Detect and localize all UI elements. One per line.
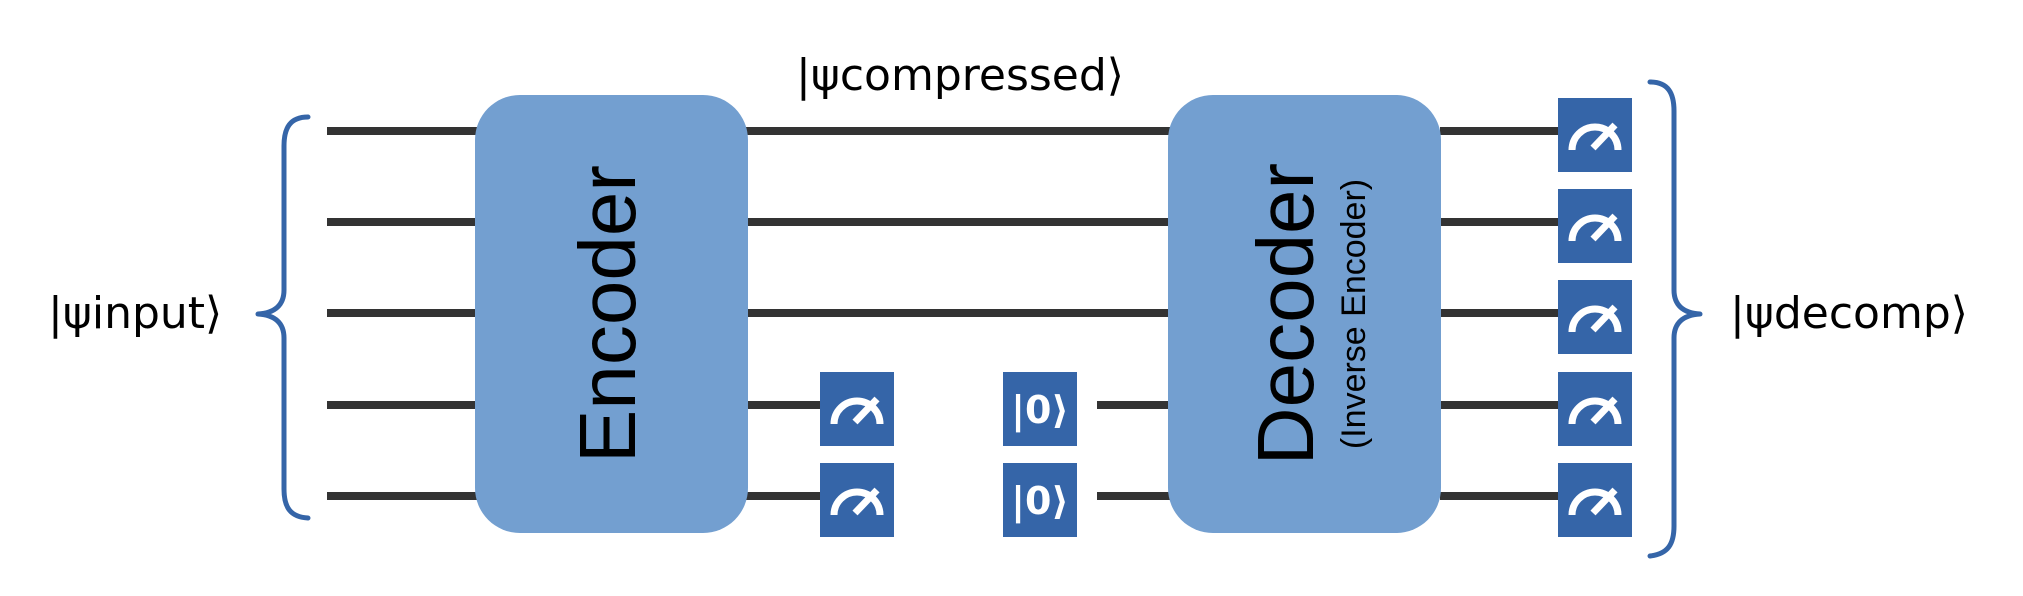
meter-icon	[1558, 463, 1632, 537]
reset-gate-label: |0⟩	[1011, 479, 1069, 524]
meter-icon	[820, 463, 894, 537]
compressed-state-label: |ψcompressed⟩	[796, 50, 1124, 101]
input-state-label: |ψinput⟩	[48, 288, 222, 339]
meter-icon	[1558, 372, 1632, 446]
reset-gate-label: |0⟩	[1011, 388, 1069, 433]
meter-icon	[1558, 98, 1632, 172]
encoder-block: Encoder	[475, 95, 748, 533]
left-brace-icon	[255, 114, 311, 521]
decoder-block: Decoder (Inverse Encoder)	[1168, 95, 1441, 533]
output-state-label: |ψdecomp⟩	[1730, 288, 1968, 339]
meter-icon	[820, 372, 894, 446]
qubit-wires	[327, 127, 1560, 500]
right-brace-icon	[1647, 79, 1703, 559]
encoder-label: Encoder	[563, 165, 652, 463]
reset-gate: |0⟩	[1003, 372, 1077, 446]
meter-icon	[1558, 189, 1632, 263]
decoder-sublabel: (Inverse Encoder)	[1335, 179, 1373, 449]
reset-gate: |0⟩	[1003, 463, 1077, 537]
meter-icon	[1558, 280, 1632, 354]
decoder-label: Decoder	[1241, 163, 1330, 465]
